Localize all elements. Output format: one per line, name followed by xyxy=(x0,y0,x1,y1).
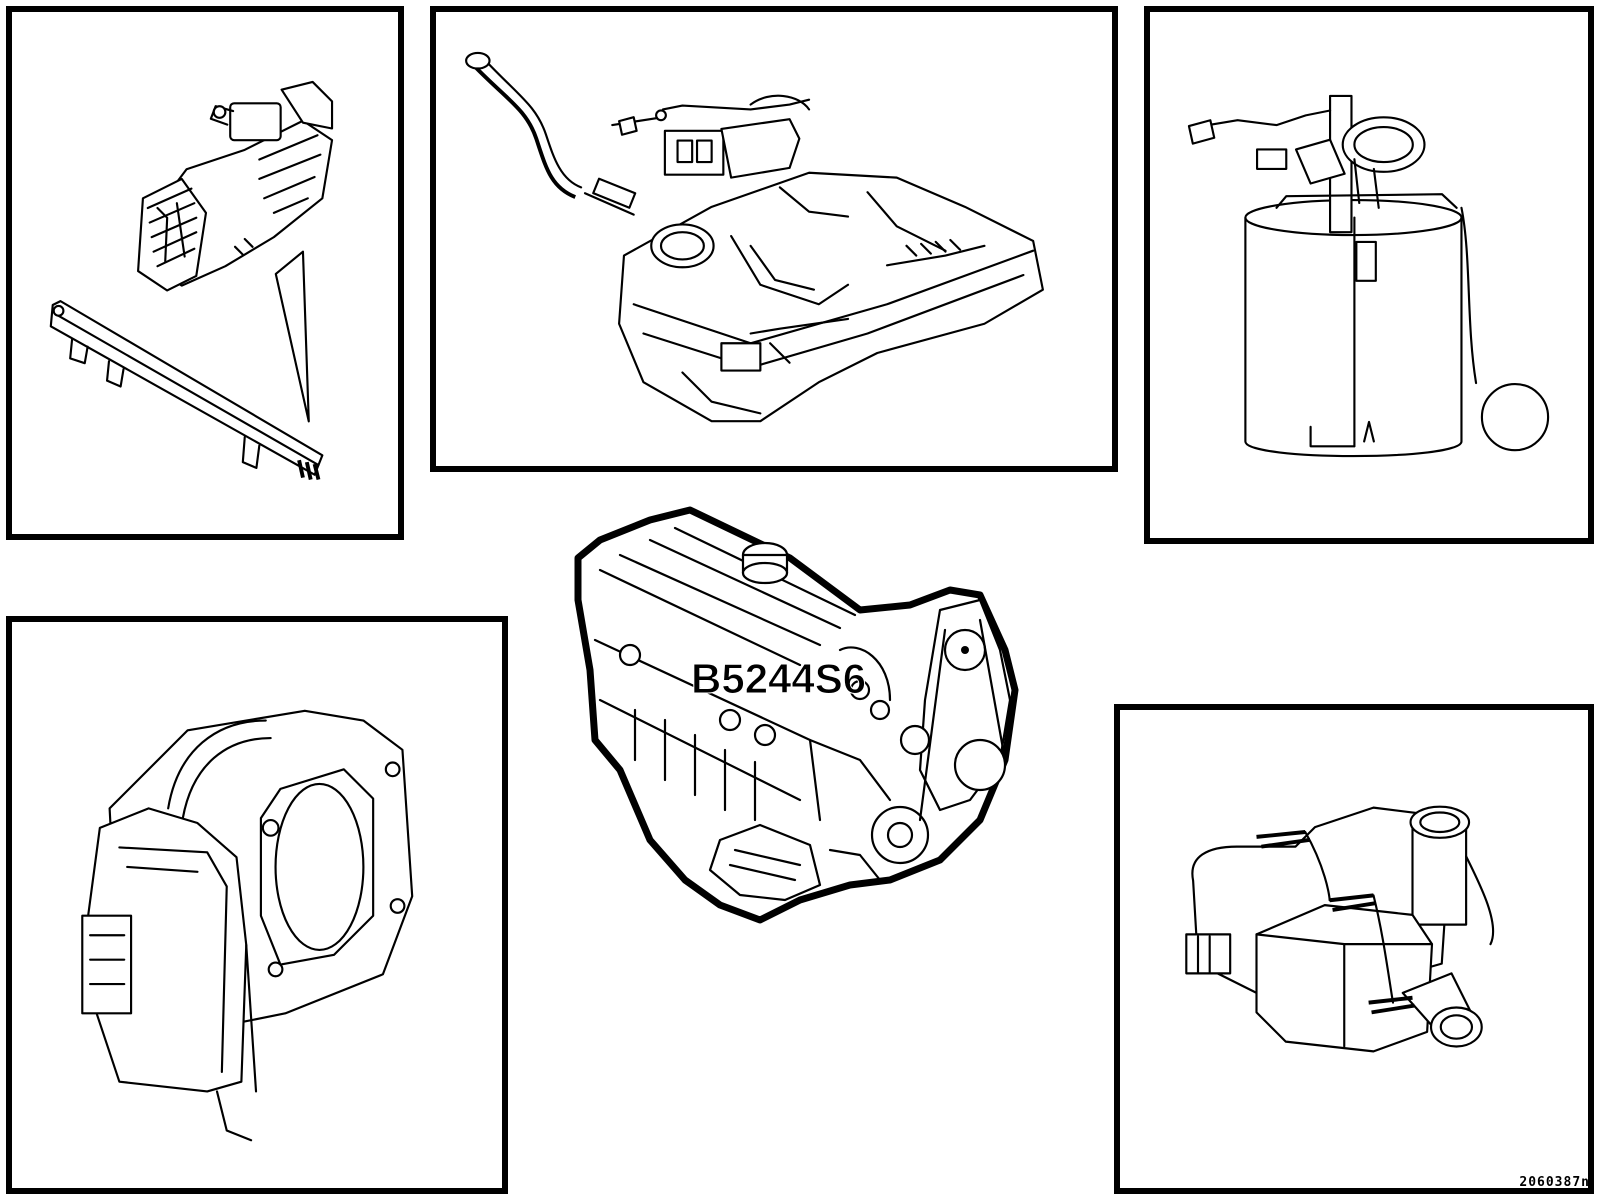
engine-illustration-wrapper xyxy=(560,500,1060,940)
evap-canister-illustration xyxy=(465,51,1044,423)
pressure-sensor-fuel-rail-illustration xyxy=(49,80,334,481)
engine-illustration xyxy=(574,506,1019,924)
fuel-pump-unit-illustration xyxy=(1187,94,1550,458)
coolant-pump-illustration xyxy=(1185,805,1495,1053)
panel-fuel-pump-unit xyxy=(1144,6,1594,544)
throttle-body-illustration xyxy=(81,709,414,1142)
panel-evap-canister xyxy=(430,6,1118,472)
panel-coolant-pump xyxy=(1114,704,1594,1194)
panel-pressure-sensor-fuel-rail xyxy=(6,6,404,540)
panel-throttle-body xyxy=(6,616,508,1194)
figure-reference: 2060387n xyxy=(1519,1175,1590,1190)
